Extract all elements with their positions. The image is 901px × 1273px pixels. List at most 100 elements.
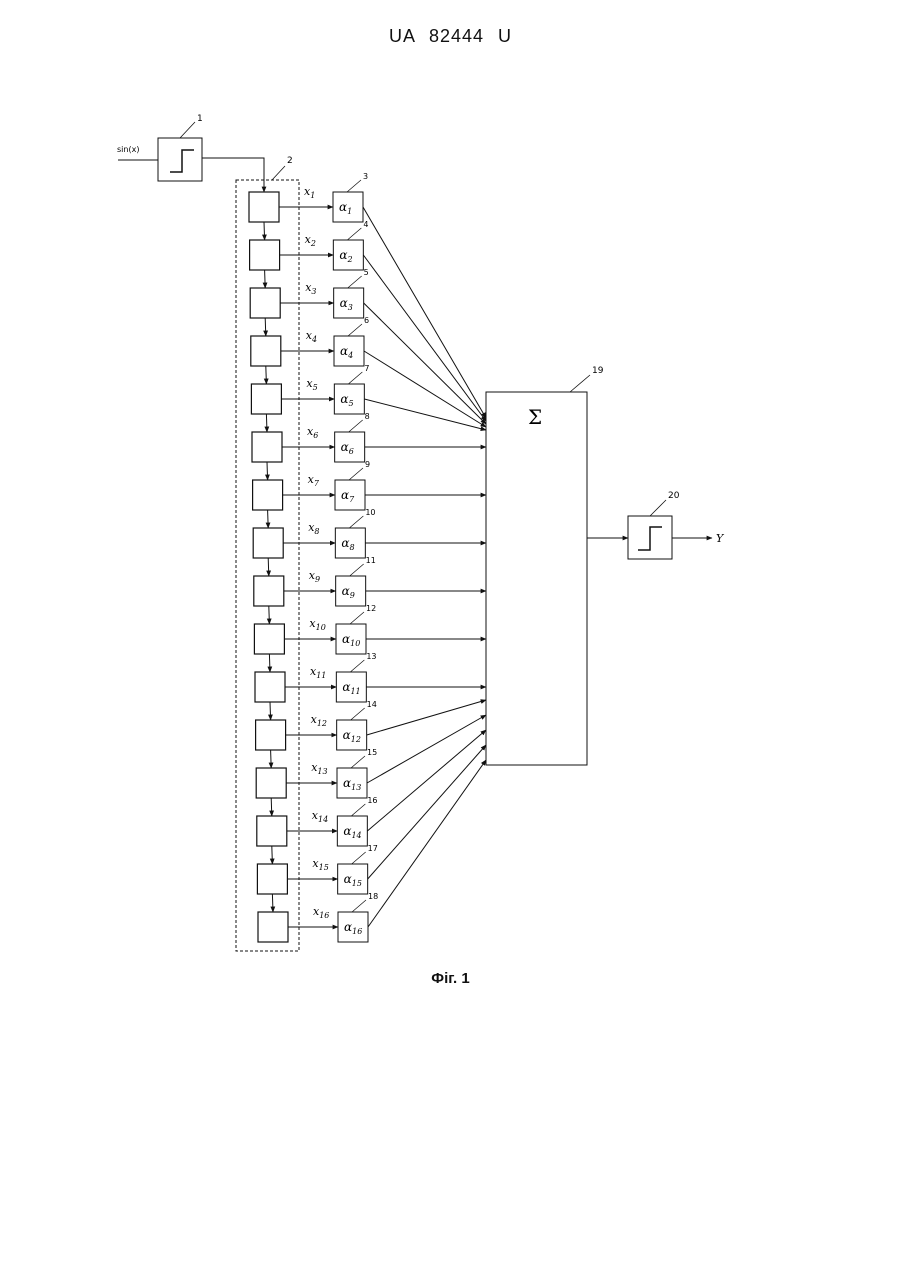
ref-leader-20 — [650, 500, 666, 516]
tap-label-subscript: 6 — [313, 431, 318, 440]
tap-label: x2 — [305, 233, 316, 248]
coefficient-label-subscript: 10 — [350, 639, 360, 648]
ref-leader — [352, 900, 366, 912]
coefficient-label-subscript: 11 — [350, 687, 360, 696]
ref-leader — [352, 852, 366, 864]
weighted-input-arrow — [364, 399, 486, 430]
tap-label: x9 — [309, 569, 320, 584]
tap-label: x12 — [311, 713, 327, 728]
tap-label-subscript: 14 — [318, 815, 328, 824]
chain-arrow — [271, 798, 272, 816]
ref-leader — [347, 180, 361, 192]
sum-symbol: Σ — [528, 405, 542, 429]
coefficient-label-subscript: 3 — [348, 303, 353, 312]
ref-leader — [349, 420, 363, 432]
weighted-input-arrow — [367, 730, 486, 831]
tap-label-subscript: 15 — [319, 863, 329, 872]
tap-label-subscript: 5 — [313, 383, 318, 392]
chain-arrow — [266, 414, 267, 432]
tap-label: x1 — [304, 185, 315, 200]
input-to-chain-line — [202, 158, 264, 192]
coefficient-label-subscript: 13 — [351, 783, 361, 792]
delay-cell — [255, 672, 285, 702]
weighted-input-arrow — [363, 207, 486, 418]
input-label: sin(x) — [117, 145, 139, 154]
ref-label-20: 20 — [668, 491, 680, 501]
tap-label: x14 — [312, 809, 328, 824]
tap-label: x13 — [311, 761, 327, 776]
ref-leader — [350, 564, 364, 576]
coefficient-label-subscript: 15 — [352, 879, 362, 888]
delay-cell — [250, 240, 280, 270]
delay-cell — [250, 288, 280, 318]
chain-arrow — [268, 510, 269, 528]
ref-label: 4 — [363, 220, 368, 229]
delay-cell — [253, 480, 283, 510]
tap-label: x8 — [308, 521, 319, 536]
delay-cell — [258, 912, 288, 942]
coefficient-label-subscript: 8 — [349, 543, 354, 552]
tap-label-subscript: 3 — [311, 287, 316, 296]
ref-leader — [348, 372, 362, 384]
tap-label-subscript: 2 — [310, 239, 316, 248]
delay-cell — [253, 528, 283, 558]
figure-caption: Фіг. 1 — [0, 970, 901, 987]
ref-leader — [349, 516, 363, 528]
block-diagram: sin(x) 1 2 Σ 19 20 Y x1α13x2α24x3α35x4α4… — [0, 0, 901, 1000]
tap-label-subscript: 13 — [317, 767, 327, 776]
chain-arrow — [269, 654, 270, 672]
ref-label: 9 — [365, 460, 370, 469]
coefficient-label-subscript: 1 — [347, 207, 352, 216]
ref-label: 11 — [366, 556, 376, 565]
ref-leader — [351, 708, 365, 720]
delay-cell — [256, 768, 286, 798]
ref-label-2: 2 — [287, 156, 293, 166]
ref-label: 3 — [363, 172, 368, 181]
tap-label: x6 — [307, 425, 318, 440]
tap-label: x10 — [309, 617, 325, 632]
chain-arrow — [269, 606, 270, 624]
ref-label: 18 — [368, 892, 378, 901]
tap-label-subscript: 16 — [319, 911, 329, 920]
delay-cell — [251, 384, 281, 414]
chain-arrow — [265, 270, 266, 288]
ref-leader — [349, 468, 363, 480]
chain-arrow — [264, 222, 265, 240]
ref-leader-19 — [570, 375, 590, 392]
ref-leader-1 — [180, 122, 195, 138]
ref-label: 10 — [365, 508, 375, 517]
delay-cell — [254, 576, 284, 606]
tap-label-subscript: 8 — [314, 527, 319, 536]
ref-label: 14 — [367, 700, 377, 709]
ref-label: 7 — [364, 364, 369, 373]
coefficient-label-subscript: 2 — [346, 255, 352, 264]
tap-label: x16 — [313, 905, 329, 920]
chain-arrow — [267, 462, 268, 480]
weighted-input-arrow — [368, 760, 486, 927]
tap-label-subscript: 9 — [315, 575, 320, 584]
tap-label-subscript: 4 — [311, 335, 317, 344]
ref-label: 6 — [364, 316, 369, 325]
tap-label: x4 — [306, 329, 317, 344]
ref-leader-2 — [272, 166, 285, 180]
weighted-input-arrow — [367, 715, 486, 783]
coefficient-label-subscript: 4 — [347, 351, 353, 360]
coefficient-label-subscript: 12 — [351, 735, 361, 744]
tap-label: x11 — [310, 665, 326, 680]
weighted-input-arrow — [363, 255, 486, 421]
ref-leader — [348, 324, 362, 336]
ref-leader — [350, 660, 364, 672]
coefficient-label-subscript: 5 — [348, 399, 353, 408]
ref-label-1: 1 — [197, 114, 203, 124]
ref-leader — [351, 756, 365, 768]
ref-label: 8 — [365, 412, 370, 421]
ref-label-19: 19 — [592, 366, 604, 376]
weighted-input-arrow — [364, 351, 486, 427]
ref-label: 13 — [366, 652, 376, 661]
delay-cell — [257, 864, 287, 894]
ref-label: 5 — [364, 268, 369, 277]
chain-arrow — [272, 846, 273, 864]
ref-leader — [347, 228, 361, 240]
ref-label: 15 — [367, 748, 377, 757]
input-threshold-block — [158, 138, 202, 181]
